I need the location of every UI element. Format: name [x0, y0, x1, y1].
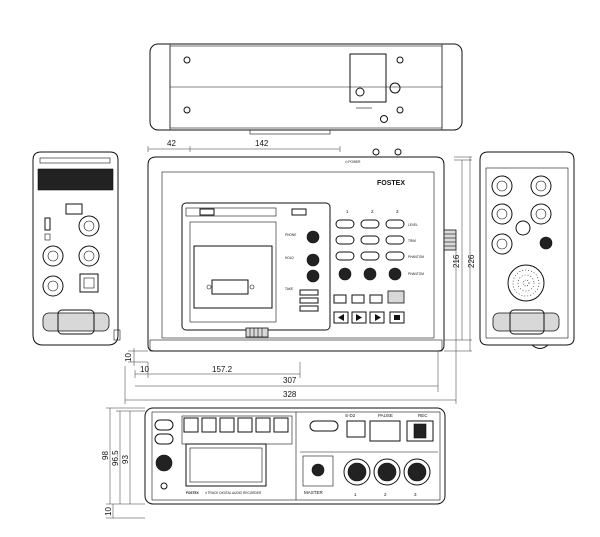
front-label-phantom-2: PHANTOM	[408, 272, 424, 276]
dim-307: 307	[283, 376, 297, 385]
panel-model-text: 4 TRACK DIGITAL AUDIO RECORDER	[205, 491, 262, 495]
panel-master-label: MASTER	[304, 490, 324, 495]
dimension-lines: 42 142 216 226 10 10 157.2 307 328	[101, 139, 476, 519]
dim-142: 142	[255, 139, 269, 148]
panel-sd2-label: S-D2	[345, 413, 356, 418]
panel-rec-label: REC	[418, 413, 428, 418]
panel-brand: FOSTEX	[186, 491, 200, 495]
dim-96-5: 96.5	[111, 450, 120, 466]
panel-view: FOSTEX 4 TRACK DIGITAL AUDIO RECORDER S-…	[144, 407, 446, 505]
dim-157: 157.2	[212, 365, 233, 374]
dim-93: 93	[121, 455, 130, 464]
dim-98: 98	[101, 451, 110, 460]
dim-10-side: 10	[124, 353, 133, 362]
panel-ch1-label: 1	[354, 492, 357, 497]
front-label-level: LEVEL	[408, 223, 418, 227]
panel-ch2-label: 2	[384, 492, 387, 497]
dim-10-bottom: 10	[104, 507, 113, 516]
dim-42: 42	[167, 139, 176, 148]
right-side-view	[479, 151, 575, 349]
svg-text:⏻ POWER: ⏻ POWER	[345, 160, 361, 164]
dim-216: 216	[452, 254, 461, 268]
front-ch1-label: 1	[346, 209, 349, 214]
svg-text:PHONE: PHONE	[285, 233, 296, 237]
left-side-view	[32, 151, 121, 346]
panel-pause-label: PAUSE	[378, 413, 393, 418]
front-label-trim: TRIM	[408, 239, 416, 243]
svg-text:TAKE: TAKE	[285, 287, 293, 291]
front-view: ⏻ POWER FOSTEX PHONE HOLD TAKE 1 2 3	[147, 148, 457, 352]
top-view	[149, 43, 463, 135]
front-ch3-label: 3	[396, 209, 399, 214]
svg-text:HOLD: HOLD	[285, 256, 295, 260]
front-brand-logo: FOSTEX	[377, 180, 405, 187]
front-ch2-label: 2	[371, 209, 374, 214]
panel-ch3-label: 3	[414, 492, 417, 497]
dim-328: 328	[283, 390, 297, 399]
dim-10-left: 10	[140, 365, 149, 374]
dim-226: 226	[467, 254, 476, 268]
front-label-phantom: PHANTOM	[408, 255, 424, 259]
